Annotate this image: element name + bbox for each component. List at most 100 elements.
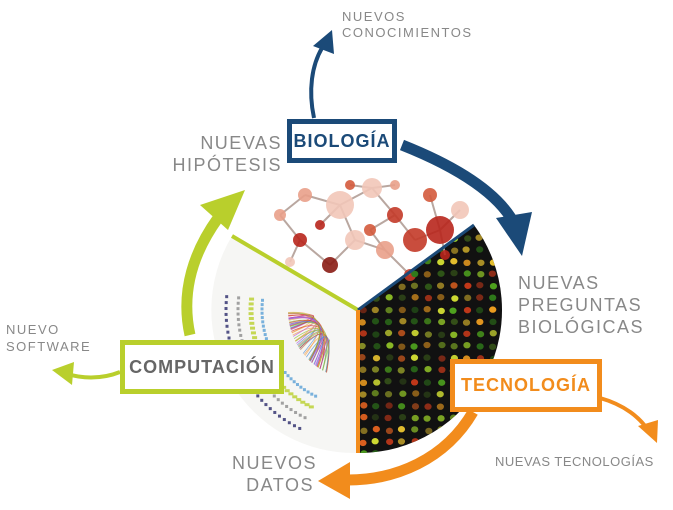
molecule-atom — [315, 220, 325, 230]
circos-link — [290, 318, 315, 329]
microarray-spot — [411, 414, 419, 422]
microarray-spot — [359, 379, 368, 387]
microarray-spot — [360, 402, 368, 409]
microarray-spot — [489, 439, 497, 446]
microarray-spot — [412, 390, 420, 397]
arrow-biology-to-preguntas — [399, 139, 520, 228]
microarray-spot — [384, 366, 392, 373]
circos-track-mark — [289, 408, 293, 412]
circos-track-mark — [238, 328, 242, 332]
circos-track-mark — [303, 416, 307, 420]
circos-track-mark — [262, 328, 266, 332]
molecule-atom — [345, 230, 365, 250]
microarray-spot — [489, 329, 497, 337]
microarray-spot — [450, 331, 458, 339]
microarray-spot — [410, 318, 418, 325]
microarray-spot — [424, 365, 432, 373]
molecule-atom — [423, 188, 437, 202]
label-nuevo-software: NUEVO SOFTWARE — [6, 322, 92, 354]
circos-track-mark — [308, 405, 314, 409]
circos-track-mark — [273, 410, 277, 414]
biology-arrows — [309, 30, 532, 256]
microarray-spot — [423, 305, 431, 313]
technology-arrows — [318, 396, 658, 499]
microarray-spot — [438, 341, 446, 349]
arrow-biology-to-conocimientos — [309, 46, 324, 119]
microarray-spot — [477, 414, 485, 422]
circos-track-mark — [250, 331, 256, 335]
microarray-spot — [464, 282, 472, 289]
microarray-spot — [489, 225, 497, 229]
molecule-atom — [387, 207, 403, 223]
microarray-spot — [371, 414, 379, 421]
circos-track-mark — [248, 302, 254, 306]
molecule-atom — [298, 188, 312, 202]
computation-arrows — [52, 190, 245, 385]
microarray-spot — [424, 318, 432, 325]
microarray-spot — [424, 283, 433, 290]
microarray-spot — [438, 355, 446, 362]
microarray-spot — [449, 414, 458, 421]
microarray-spot — [476, 425, 484, 433]
microarray-spot — [398, 306, 406, 314]
circos-track-mark — [296, 398, 302, 402]
circos-track-mark — [280, 401, 284, 405]
microarray-spot — [385, 294, 393, 301]
circos-link — [289, 319, 321, 361]
microarray-spot — [423, 271, 431, 278]
microarray-spot — [488, 246, 496, 253]
circos-link — [288, 312, 321, 361]
circos-track-mark — [264, 403, 268, 407]
microarray-spot — [423, 379, 432, 386]
microarray-spot — [359, 366, 367, 373]
microarray-spot — [437, 293, 445, 301]
microarray-spot — [464, 294, 472, 302]
circos-track-mark — [289, 377, 293, 381]
microarray-spot — [386, 438, 394, 445]
microarray-spot — [411, 329, 419, 337]
microarray-spot — [411, 270, 419, 278]
circos-track-mark — [268, 407, 272, 411]
molecule-atom — [376, 241, 394, 259]
microarray-spot — [399, 378, 407, 385]
circos-track-mark — [237, 296, 241, 300]
microarray-spot — [386, 354, 394, 361]
microarray-spot — [476, 225, 484, 229]
microarray-spot — [449, 449, 457, 454]
circos-track-mark — [292, 424, 296, 428]
molecule-atom — [390, 180, 400, 190]
circos-track-mark — [236, 307, 240, 311]
microarray-spot — [476, 246, 484, 253]
circos-track-mark — [224, 301, 228, 305]
circos-track-mark — [260, 311, 264, 315]
microarray-spot — [438, 379, 446, 386]
microarray-spot — [489, 306, 497, 313]
label-nuevos-conocimientos: NUEVOS CONOCIMIENTOS — [342, 9, 473, 40]
circos-track-mark — [286, 374, 290, 378]
circos-track-mark — [300, 400, 306, 404]
microarray-spot — [359, 439, 367, 447]
circos-link — [288, 311, 317, 351]
biologia-box-label: BIOLOGÍA — [293, 130, 391, 151]
microarray-spot — [436, 282, 445, 289]
circos-track-mark — [304, 403, 310, 407]
microarray-spot — [410, 343, 418, 350]
circos-track-mark — [299, 385, 303, 389]
circos-track-mark — [248, 312, 254, 316]
molecule-atom — [451, 201, 469, 219]
microarray-spot — [450, 258, 458, 265]
microarray-spot — [386, 342, 394, 349]
microarray-spot — [489, 282, 498, 290]
microarray-spot — [489, 259, 498, 266]
arrowhead-biology-to-preguntas — [496, 212, 532, 256]
microarray-spot — [476, 330, 485, 338]
label-nuevas-preguntas: NUEVAS PREGUNTAS BIOLÓGICAS — [518, 273, 645, 337]
microarray-spot — [397, 438, 406, 445]
microarray-spot — [371, 450, 380, 454]
microarray-spot — [425, 427, 433, 435]
circos-link — [295, 330, 327, 371]
microarray-spot — [411, 438, 419, 445]
microarray-spot — [385, 306, 393, 314]
microarray-spot — [463, 259, 471, 267]
